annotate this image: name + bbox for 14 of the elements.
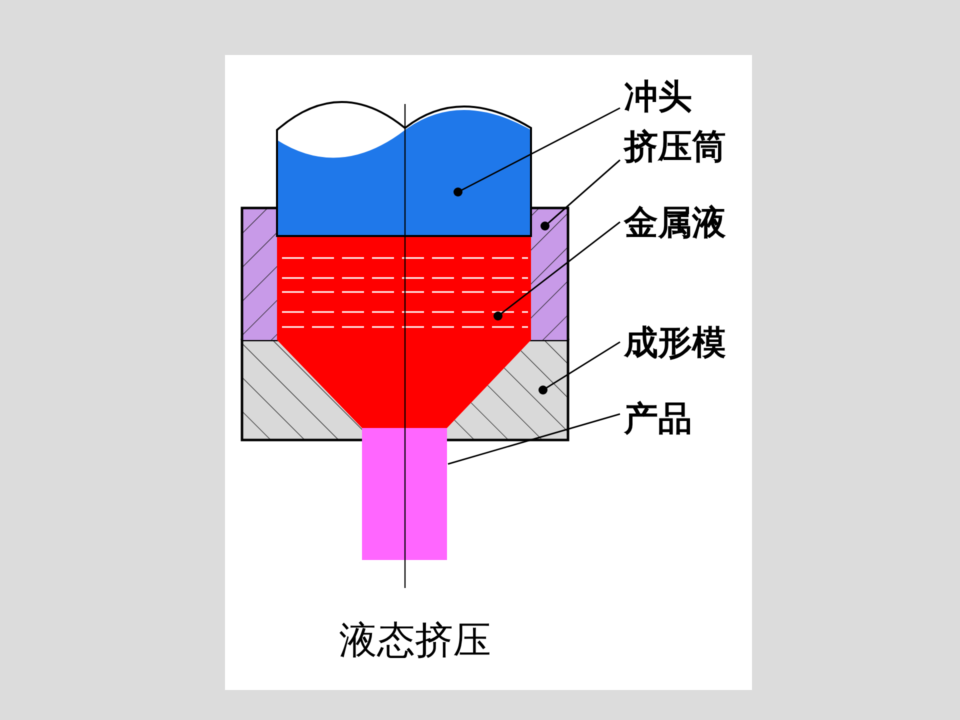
product-bar (362, 428, 447, 560)
part-label: 挤压筒 (624, 126, 726, 168)
part-label: 金属液 (624, 202, 726, 244)
leader-line (494, 221, 620, 320)
part-label: 产品 (624, 398, 692, 440)
leader-line (540, 159, 620, 230)
leader-line (448, 413, 620, 465)
part-label: 成形模 (624, 322, 726, 364)
leader-line (454, 107, 620, 196)
leader-line (538, 341, 620, 394)
punch-drawing (276, 101, 532, 237)
molten-metal-drawing (277, 236, 531, 428)
part-label: 冲头 (624, 76, 692, 118)
caption: 液态挤压 (339, 617, 491, 664)
